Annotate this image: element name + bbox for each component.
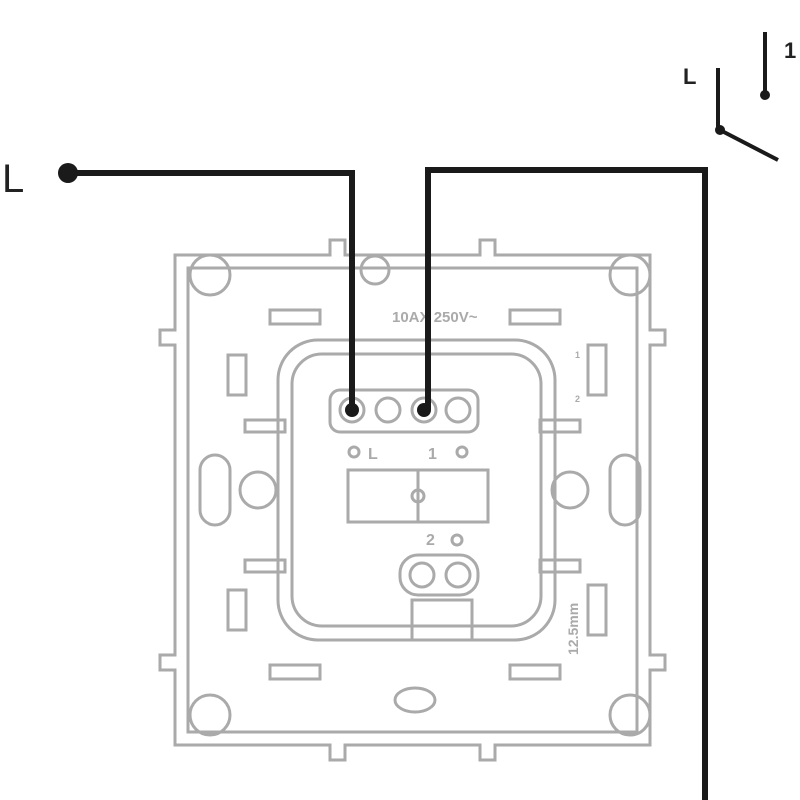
depth-label: 12.5mm	[565, 603, 581, 655]
terminal-mark	[347, 445, 361, 459]
terminal-L2	[374, 396, 402, 424]
frame-inner	[186, 266, 639, 734]
terminal-mark	[455, 445, 469, 459]
terminal-label-L: L	[368, 446, 378, 463]
terminal-1b	[444, 396, 472, 424]
terminal-mark	[450, 533, 464, 547]
frame-slot	[586, 343, 608, 397]
side-slot-left	[198, 453, 232, 527]
side-hole	[238, 470, 278, 510]
terminal-2	[408, 561, 436, 589]
rocker-pivot	[410, 488, 426, 504]
wire-live-in	[68, 170, 355, 410]
side-label-1: 1	[575, 350, 580, 360]
frame-slot	[508, 308, 562, 326]
wire-end-1	[417, 403, 431, 417]
claw	[538, 558, 582, 574]
corner-screw	[608, 693, 652, 737]
wire-switched-out	[425, 167, 708, 800]
mechanism-inner	[290, 352, 543, 628]
frame-slot	[508, 663, 562, 681]
switch-output-label: 1	[784, 38, 796, 63]
side-slot-right	[608, 453, 642, 527]
wiring	[58, 163, 708, 800]
terminal-label-1: 1	[428, 446, 437, 463]
terminal-2b	[444, 561, 472, 589]
top-hole	[359, 254, 391, 286]
switch-symbol: L 1	[683, 32, 796, 162]
corner-screw	[188, 253, 232, 297]
terminal-block-bottom	[398, 553, 480, 597]
terminal-1	[410, 396, 438, 424]
contact-1-dot	[760, 90, 770, 100]
claw	[243, 418, 287, 434]
frame-slot	[586, 583, 608, 637]
corner-screw	[608, 253, 652, 297]
bottom-slot	[393, 686, 437, 714]
terminal-label-2: 2	[426, 532, 435, 549]
frame-slot	[226, 353, 248, 397]
frame-slot	[268, 308, 322, 326]
frame-slot	[268, 663, 322, 681]
side-hole	[550, 470, 590, 510]
claw	[243, 558, 287, 574]
corner-screw	[188, 693, 232, 737]
mounting-frame	[158, 238, 667, 762]
terminal-block-top	[328, 388, 480, 434]
switch-blade	[719, 128, 779, 162]
rating-label: 10AX 250V~	[392, 309, 478, 326]
claw	[538, 418, 582, 434]
switch-common-label: L	[683, 64, 696, 89]
wire-end-L	[345, 403, 359, 417]
frame-slot	[226, 588, 248, 632]
switch-device: L 1 2 10AX 250V~ 1 2 12.5mm	[158, 238, 667, 762]
bottom-tab	[410, 598, 474, 642]
supply-label: L	[2, 157, 24, 201]
side-label-2: 2	[575, 394, 580, 404]
